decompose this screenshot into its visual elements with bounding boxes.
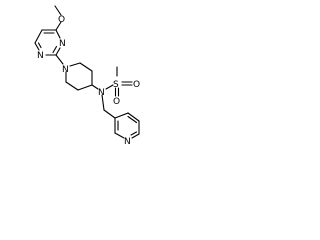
atom-n-pyrimidine-1: N	[37, 51, 44, 61]
bond-methyl-o	[54, 5, 62, 16]
atom-o-sulfonyl-2: O	[113, 97, 120, 107]
bond-c6-n1-double	[37, 42, 42, 49]
bond-pyr-c3-c4	[114, 112, 129, 119]
atom-labels: O N N N N S O O N	[37, 15, 140, 147]
bond-pyr-c4-c5	[127, 112, 140, 122]
bond-c5-c6	[34, 29, 43, 44]
atom-n-sulfonamide: N	[98, 88, 105, 98]
molecule-structure: O N N N N S O O N	[34, 5, 140, 147]
atom-n-pyridine: N	[124, 137, 131, 147]
atom-o-sulfonyl-1: O	[133, 80, 140, 90]
bond-c6-n1	[34, 42, 40, 51]
bond-ch2-pyr	[103, 109, 116, 119]
bond-pyr-c4-c5-double	[127, 115, 138, 124]
bond-nsul-ch2	[101, 94, 105, 111]
bond-c4-cc	[77, 84, 93, 91]
atom-n-piperidine: N	[62, 65, 69, 75]
bond-c4-nsul	[91, 84, 99, 90]
bond-npip-ca	[69, 62, 81, 67]
bond-c2-npip	[55, 54, 64, 65]
bonds	[34, 5, 140, 139]
atom-o-methoxy: O	[58, 15, 65, 25]
bond-pyr-c6-n	[131, 133, 140, 139]
bond-c2-n3-double	[52, 45, 58, 54]
bond-ca-cb	[79, 62, 93, 72]
bond-pyr-n-c2	[114, 132, 125, 139]
bond-n3-c4	[55, 29, 61, 39]
bond-pyr-c6-n-double	[130, 131, 138, 136]
atom-s-sulfonyl: S	[113, 80, 119, 90]
bond-o-c4	[55, 21, 62, 31]
bond-c2-n3	[55, 47, 61, 56]
bond-cc-cd	[65, 81, 79, 91]
bond-nsul-s	[105, 84, 114, 90]
atom-n-pyrimidine-2: N	[59, 39, 66, 49]
